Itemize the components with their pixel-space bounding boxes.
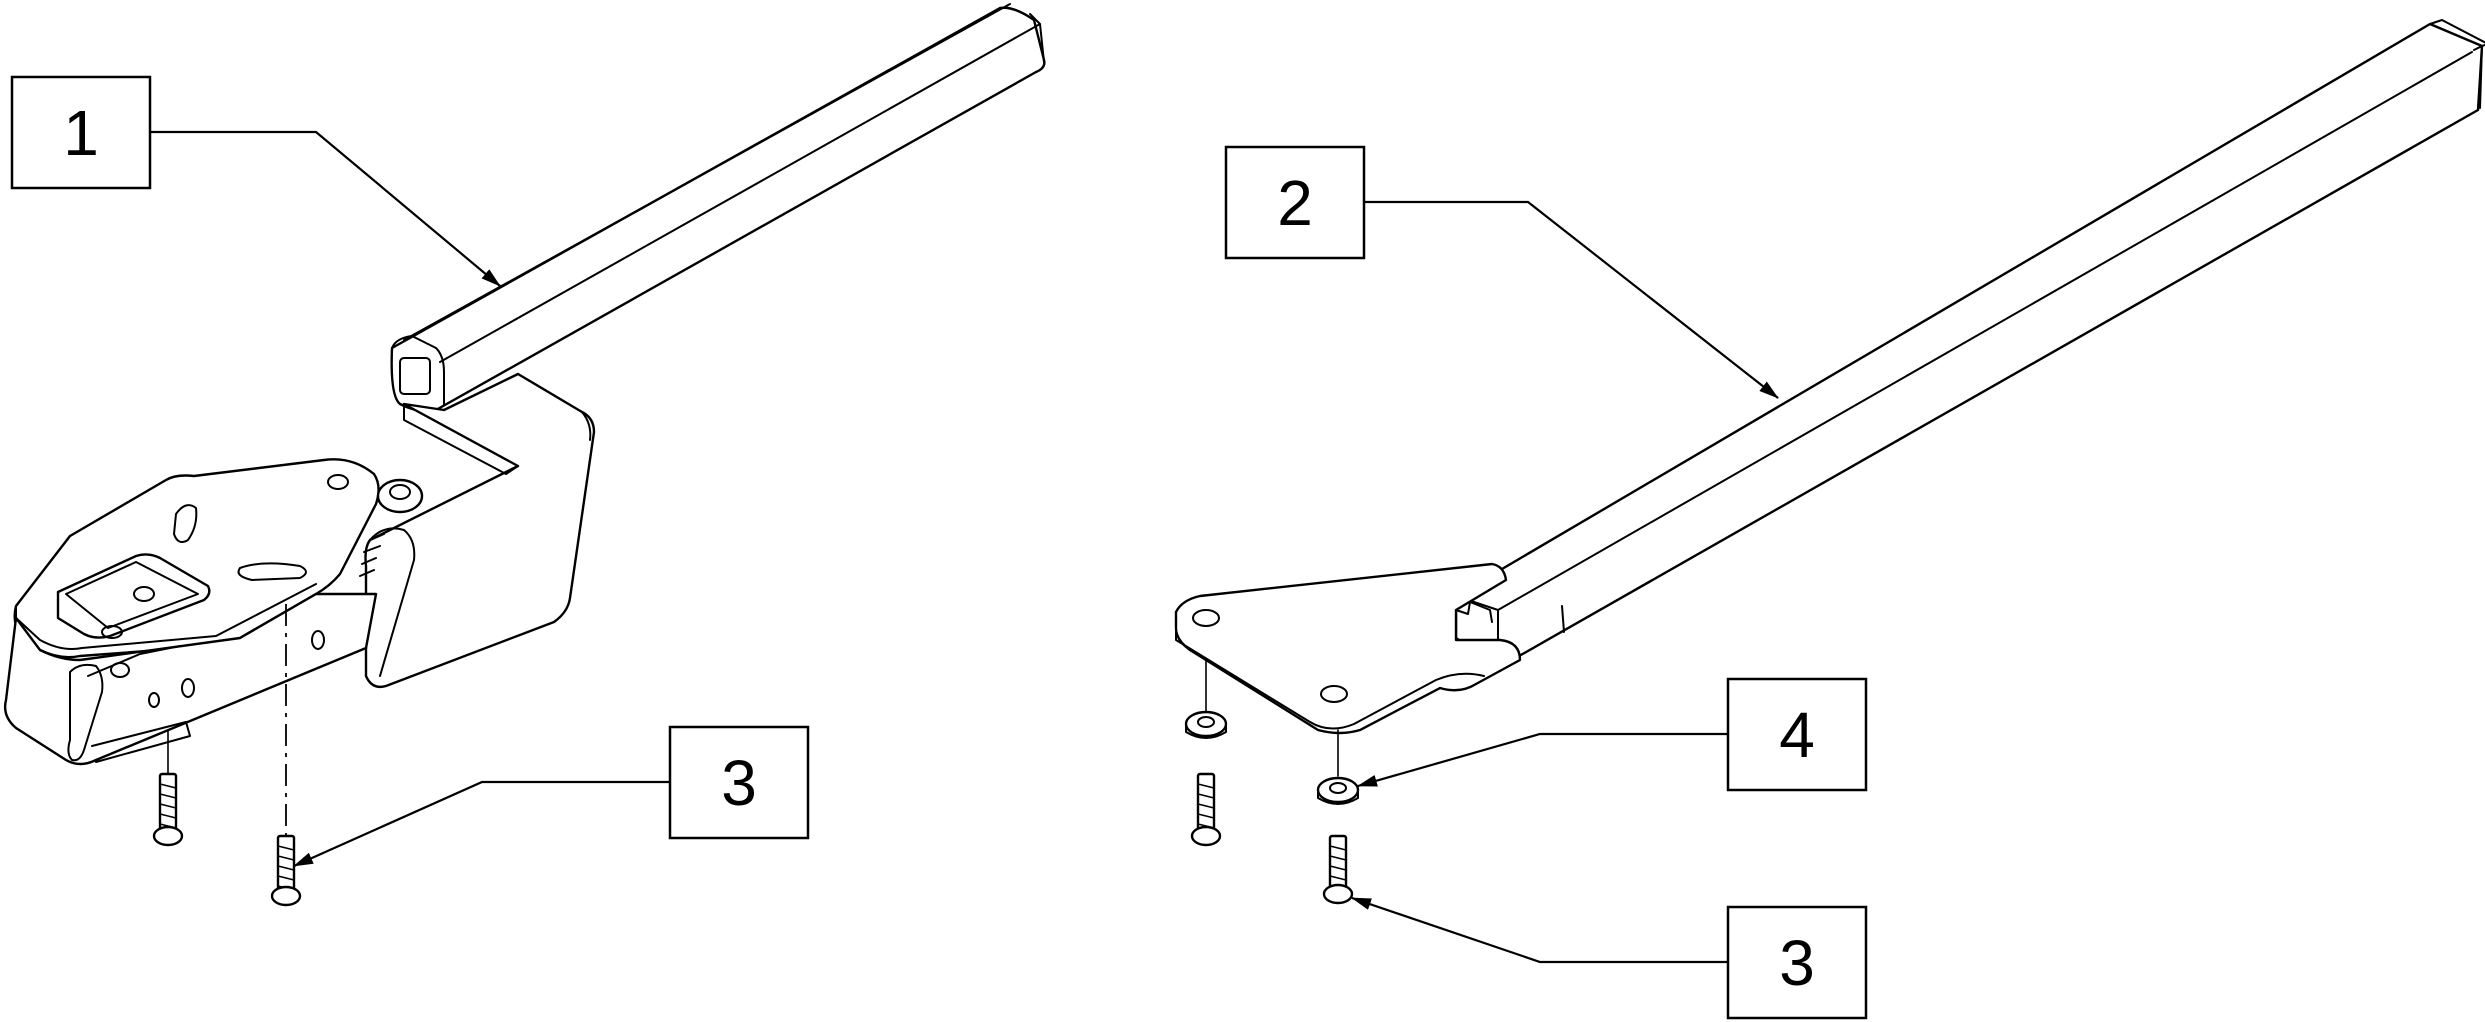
right-washer-front [1316,776,1360,805]
leader-3-right [1351,896,1728,964]
left-assembly [3,3,1046,907]
left-base-plate [3,458,424,766]
right-screw-front [1322,834,1354,905]
callout-3-right: 3 [1726,905,1868,1020]
callout-4-label: 4 [1779,699,1815,771]
right-rail [1454,19,2485,670]
leader-2 [1364,200,1779,399]
right-assembly [1174,19,2485,905]
callout-3-left-label: 3 [721,747,757,819]
left-screw-rear [152,772,184,847]
right-washer-rear [1184,710,1228,739]
right-plate [1174,562,1522,735]
leader-3-left [293,780,670,868]
callout-2: 2 [1224,145,1366,260]
right-screw-rear [1190,772,1222,847]
callout-3-right-label: 3 [1779,927,1815,999]
callout-1-label: 1 [63,97,99,169]
left-screw-front [270,834,302,907]
callout-3-left: 3 [668,725,810,840]
left-square-tube [390,3,1046,413]
leader-4 [1357,732,1728,788]
callout-1: 1 [10,75,152,190]
left-mounting-block [364,372,596,689]
leader-1 [150,130,501,287]
callout-2-label: 2 [1277,167,1313,239]
callout-4: 4 [1726,677,1868,792]
